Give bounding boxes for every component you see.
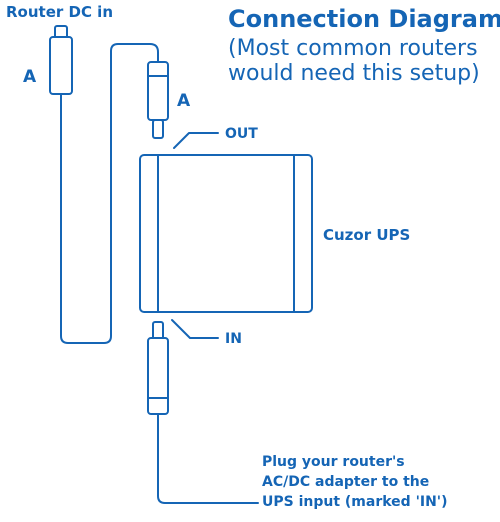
connector-a-right-label: A: [177, 91, 191, 111]
instruction-line-2: AC/DC adapter to the: [262, 474, 429, 490]
ups-unit: [139, 154, 313, 313]
diagram-subtitle-line-1: (Most common routers: [228, 36, 478, 61]
out-port-pointer: [173, 132, 219, 149]
diagram-subtitle-line-2: would need this setup): [228, 61, 480, 86]
adapter-plug: [147, 321, 169, 415]
diagram-title: Connection Diagram 1: [228, 5, 500, 33]
router-dc-plug-left: [49, 25, 73, 107]
instruction-line-3: UPS input (marked 'IN'): [262, 494, 447, 510]
router-dc-in-label: Router DC in: [6, 3, 113, 21]
ups-out-plug: [147, 61, 169, 139]
instruction-line-1: Plug your router's: [262, 454, 405, 470]
out-port-label: OUT: [225, 126, 258, 142]
connection-cable: [60, 43, 159, 344]
in-port-pointer: [171, 319, 219, 339]
adapter-cable: [157, 413, 259, 504]
in-port-label: IN: [225, 331, 242, 347]
device-label: Cuzor UPS: [323, 226, 410, 244]
connector-a-left-label: A: [23, 67, 37, 87]
